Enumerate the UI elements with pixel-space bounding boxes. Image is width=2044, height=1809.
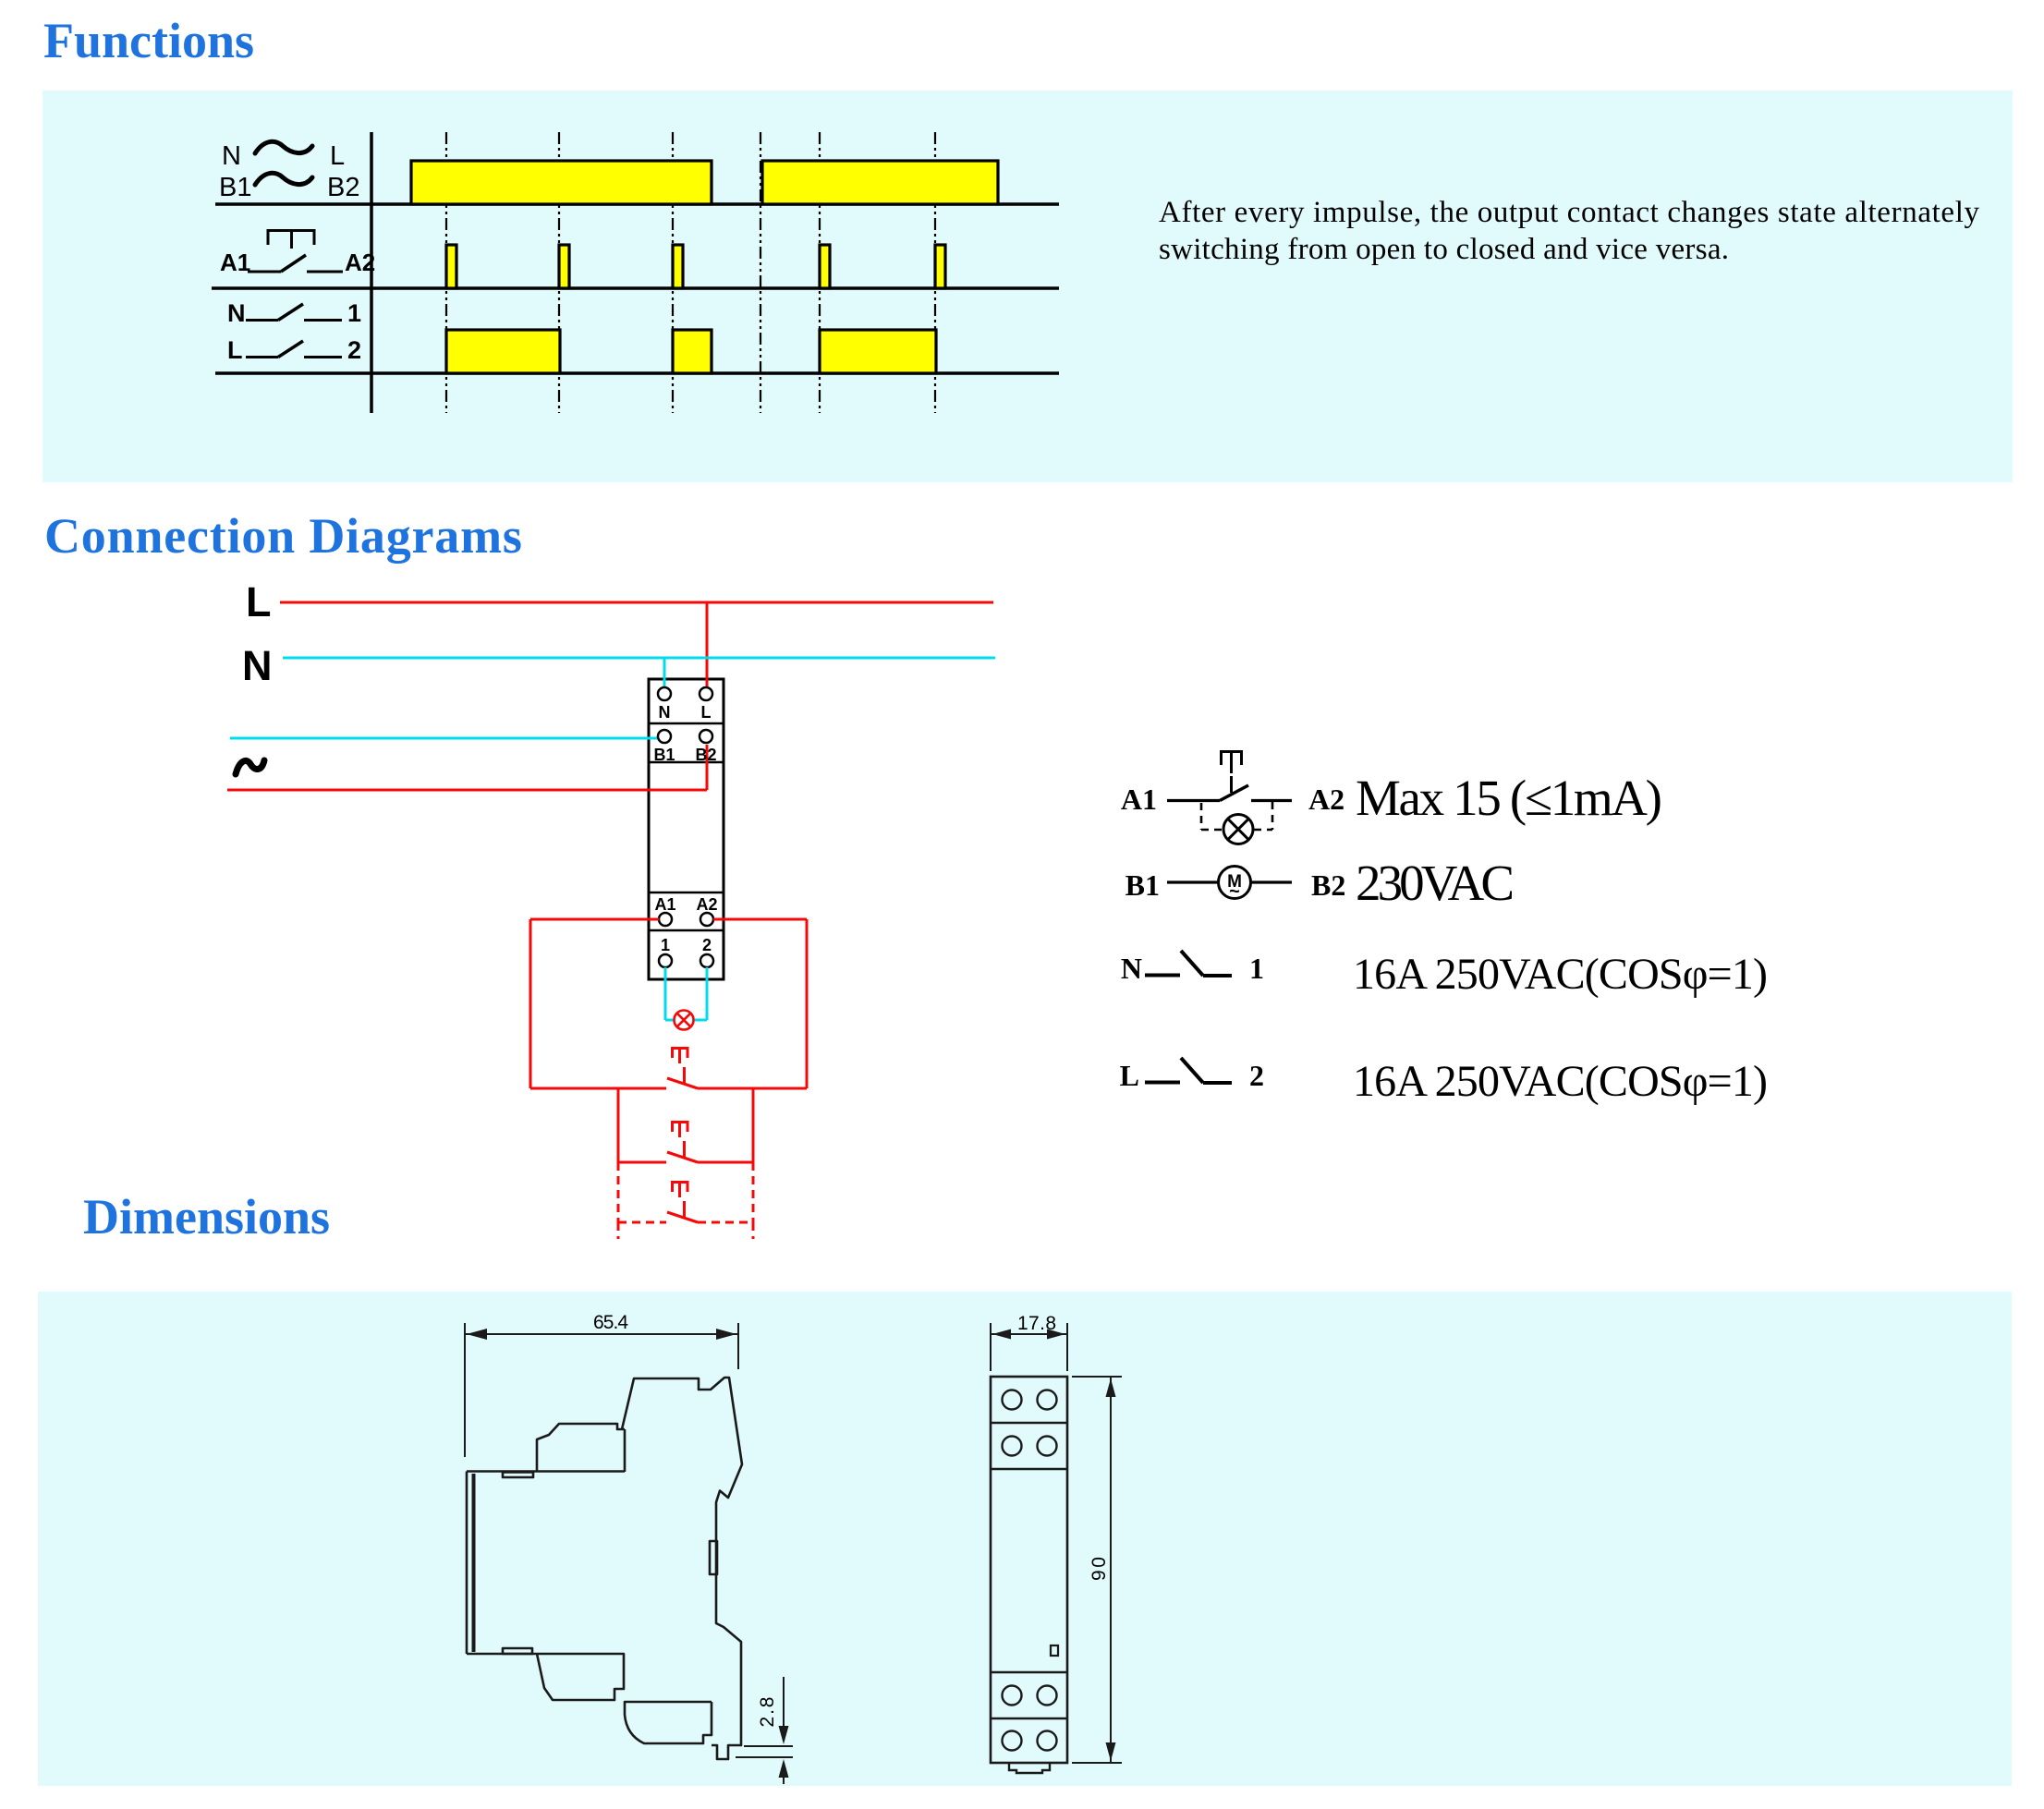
svg-text:2: 2: [702, 936, 712, 954]
svg-text:1: 1: [347, 299, 361, 327]
svg-text:A1: A1: [220, 249, 250, 276]
svg-text:B1: B1: [219, 173, 251, 202]
svg-text:2.8: 2.8: [757, 1697, 778, 1728]
svg-text:N: N: [1121, 952, 1142, 985]
svg-text:B1: B1: [1125, 868, 1160, 902]
svg-text:1: 1: [1249, 952, 1264, 985]
svg-text:L: L: [227, 336, 243, 364]
svg-text:After every impulse, the outpu: After every impulse, the output contact …: [1159, 196, 1980, 229]
svg-text:B2: B2: [1311, 868, 1345, 902]
svg-text:N: N: [242, 642, 273, 689]
svg-text:Connection Diagrams: Connection Diagrams: [44, 508, 523, 564]
svg-text:B2: B2: [695, 746, 716, 764]
svg-text:L: L: [246, 578, 272, 625]
svg-text:N: N: [659, 703, 671, 722]
svg-text:M: M: [1227, 872, 1242, 892]
svg-text:switching from open to closed: switching from open to closed and vice v…: [1159, 233, 1729, 266]
svg-text:2: 2: [347, 336, 361, 364]
svg-text:A1: A1: [1121, 783, 1157, 816]
svg-text:Max 15 (≤1mA): Max 15 (≤1mA): [1356, 770, 1662, 826]
svg-text:2: 2: [1249, 1059, 1264, 1092]
svg-text:L: L: [330, 141, 345, 171]
svg-text:230VAC: 230VAC: [1356, 855, 1515, 911]
svg-text:A2: A2: [696, 895, 717, 914]
svg-text:1: 1: [661, 936, 670, 954]
svg-text:A1: A1: [654, 895, 675, 914]
svg-text:16A 250VAC(COSφ=1): 16A 250VAC(COSφ=1): [1353, 950, 1768, 999]
svg-text:65.4: 65.4: [593, 1312, 628, 1333]
svg-text:L: L: [701, 703, 712, 722]
svg-text:~: ~: [1229, 881, 1240, 902]
svg-text:N: N: [227, 299, 246, 327]
svg-text:A2: A2: [345, 249, 375, 276]
svg-text:Dimensions: Dimensions: [83, 1189, 330, 1244]
svg-text:L: L: [1120, 1059, 1139, 1092]
svg-text:17.8: 17.8: [1017, 1313, 1056, 1334]
svg-text:N: N: [222, 141, 241, 171]
svg-text:Functions: Functions: [43, 13, 254, 68]
svg-text:B1: B1: [653, 746, 675, 764]
svg-text:16A 250VAC(COSφ=1): 16A 250VAC(COSφ=1): [1353, 1057, 1768, 1106]
svg-text:B2: B2: [327, 173, 359, 202]
svg-text:A2: A2: [1308, 783, 1344, 816]
